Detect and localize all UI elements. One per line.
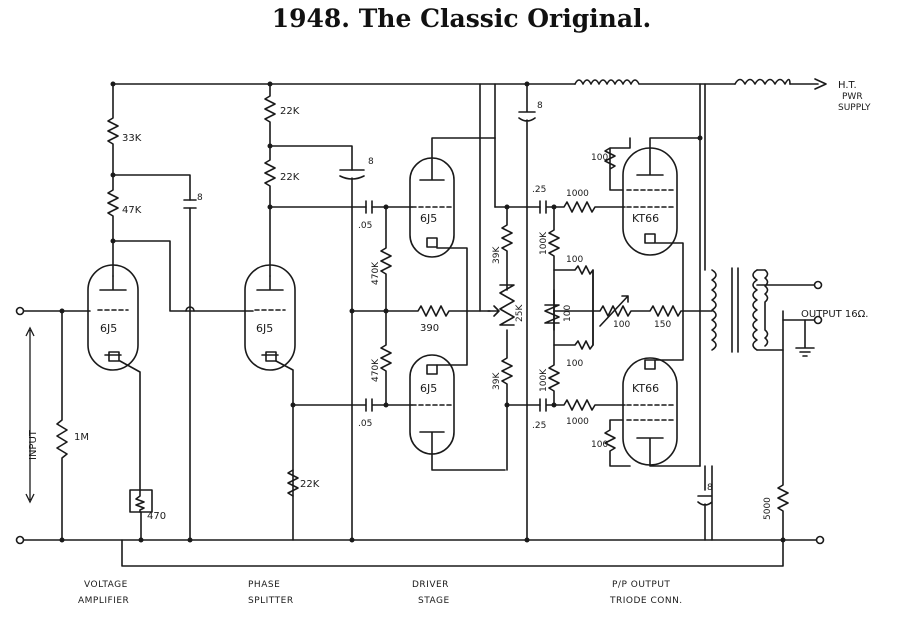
resistor-5000	[777, 349, 789, 543]
ht-rail	[112, 78, 827, 90]
label-33k: 33K	[122, 133, 142, 144]
label-1000-b: 1000	[566, 417, 589, 427]
tube-v2-label: 6J5	[256, 322, 273, 335]
label-100k-a: 100K	[539, 231, 549, 255]
label-05-a: .05	[358, 221, 372, 231]
label-100k-b: 100K	[539, 368, 549, 392]
stage-driver-2: STAGE	[418, 596, 450, 606]
label-1m: 1M	[74, 432, 89, 443]
v6-grid-stopper	[604, 419, 631, 467]
label-100-d: 100	[613, 320, 630, 330]
v2-plate-load	[264, 81, 413, 543]
ground-rail	[15, 535, 825, 567]
label-100-e: 100	[591, 153, 608, 163]
tube-v5	[622, 137, 701, 312]
v1-plate-load	[107, 81, 254, 543]
v2-cathode-load	[287, 398, 413, 497]
label-39k-b: 39K	[492, 372, 502, 390]
diagram-title: 1948. The Classic Original.	[271, 4, 652, 33]
label-150: 150	[654, 320, 671, 330]
resistor-1m	[56, 308, 68, 543]
label-470: 470	[147, 511, 166, 522]
label-470k-a: 470K	[371, 261, 381, 285]
tube-v1	[87, 264, 141, 491]
label-8-c: 8	[537, 101, 543, 111]
pwr-label: PWR	[842, 92, 863, 102]
stage-voltage-amplifier-1: VOLTAGE	[84, 580, 128, 590]
label-25-a: .25	[532, 185, 546, 195]
label-100-c: 100	[566, 359, 583, 369]
label-100-a: 100	[566, 255, 583, 265]
tube-v4	[409, 310, 506, 471]
decoupling-cap-c	[518, 81, 536, 543]
stage-output-1: P/P OUTPUT	[612, 580, 670, 590]
stage-phase-splitter-1: PHASE	[248, 580, 280, 590]
tube-v2	[244, 264, 296, 541]
label-8-d: 8	[707, 483, 713, 493]
supply-label: SUPPLY	[838, 103, 871, 113]
output-label: OUTPUT 16Ω.	[801, 309, 868, 320]
label-1000-a: 1000	[566, 189, 589, 199]
tube-v4-label: 6J5	[420, 382, 437, 395]
output-transformer	[697, 83, 823, 541]
resistor-470	[129, 489, 153, 543]
input-terminal	[15, 306, 91, 504]
label-05-b: .05	[358, 419, 372, 429]
driver-plate-loads	[479, 83, 541, 471]
tube-v6	[622, 310, 701, 467]
output-coupling	[539, 200, 701, 412]
tube-v1-label: 6J5	[100, 322, 117, 335]
stage-phase-splitter-2: SPLITTER	[248, 596, 294, 606]
label-22k-b: 22K	[280, 172, 300, 183]
stage-output-2: TRIODE CONN.	[609, 596, 683, 606]
label-470k-b: 470K	[371, 358, 381, 382]
label-39k-a: 39K	[492, 246, 502, 264]
stage-driver-1: DRIVER	[412, 580, 449, 590]
label-100-f: 100	[591, 440, 608, 450]
label-8-a: 8	[197, 193, 203, 203]
tube-v3	[409, 137, 496, 312]
label-100-b: 100	[563, 305, 573, 322]
label-22k-a: 22K	[280, 106, 300, 117]
tube-v6-label: KT66	[632, 382, 659, 395]
label-390: 390	[420, 323, 439, 334]
label-5000: 5000	[763, 497, 773, 520]
label-25-b: .25	[532, 421, 546, 431]
tube-v5-label: KT66	[632, 212, 659, 225]
driver-grid-resistors	[349, 204, 491, 408]
tube-v3-label: 6J5	[420, 212, 437, 225]
input-label: INPUT	[28, 429, 39, 460]
v5-grid-stopper	[604, 137, 631, 191]
label-8-b: 8	[368, 157, 374, 167]
label-47k: 47K	[122, 205, 142, 216]
stage-voltage-amplifier-2: AMPLIFIER	[78, 596, 129, 606]
label-25k: 25K	[515, 304, 525, 322]
label-22k-c: 22K	[300, 479, 320, 490]
ht-label: H.T.	[838, 80, 857, 91]
